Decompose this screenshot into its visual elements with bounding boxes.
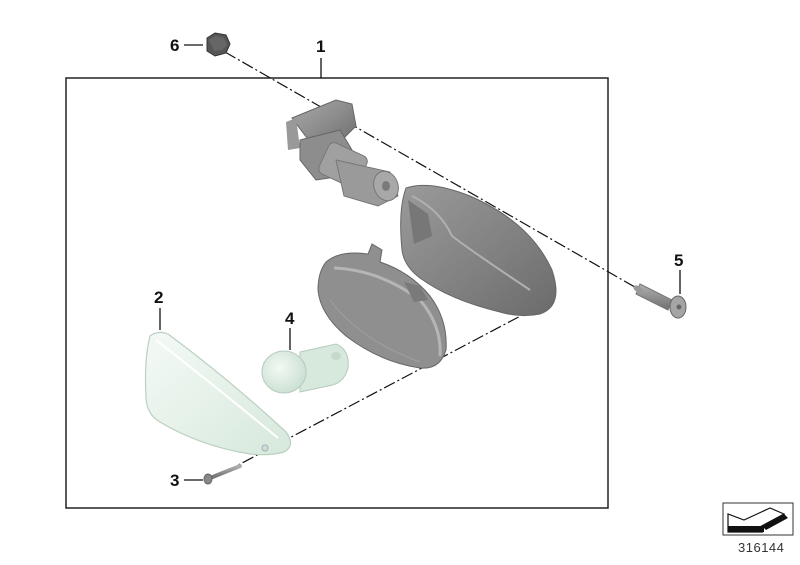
part-4-bulb [261, 343, 349, 394]
assembly-frame [65, 77, 609, 509]
part-1-outer-shell [400, 184, 557, 317]
orientation-arrow-icon [722, 502, 794, 536]
callout-5: 5 [674, 251, 684, 270]
callout-4: 4 [285, 309, 295, 328]
callout-6: 6 [170, 36, 180, 55]
callout-2: 2 [154, 288, 164, 307]
part-2-lens [144, 331, 292, 456]
axis-line-lower [224, 311, 529, 473]
part-6-nut [206, 32, 231, 57]
part-3-screw [203, 464, 242, 485]
part-5-screw [633, 283, 687, 319]
part-1-socket-housing [286, 99, 399, 207]
callout-3: 3 [170, 471, 180, 490]
callout-1: 1 [316, 37, 326, 56]
reference-number: 316144 [738, 540, 785, 555]
part-1-reflector-housing [317, 243, 447, 369]
